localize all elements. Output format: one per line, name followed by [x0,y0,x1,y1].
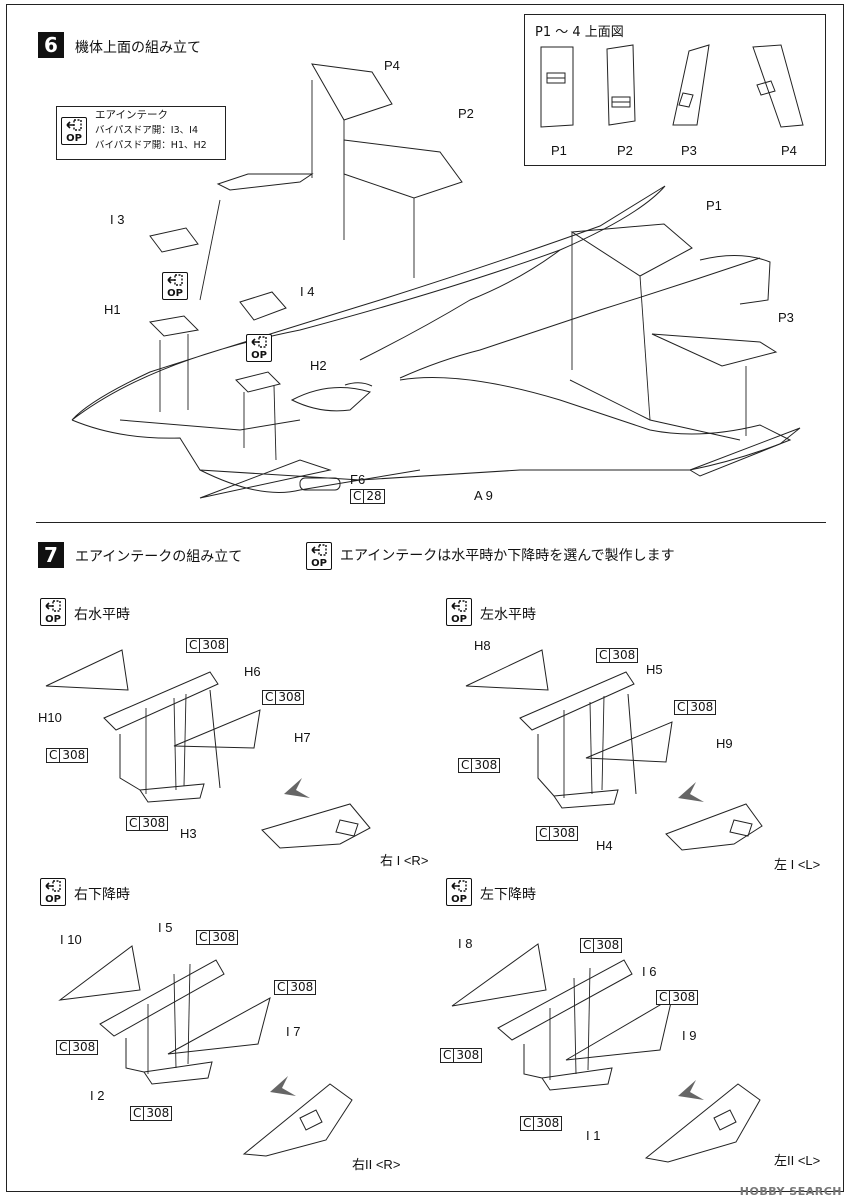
part-a: I 10 [60,932,82,947]
op-icon-i3: OP [162,272,188,300]
part-a: H8 [474,638,491,653]
p-parts-legend: P1 ～ 4 上面図 P1 P2 P3 P4 [524,14,826,166]
label-f6: F6 [350,472,366,487]
part-b: I 5 [158,920,173,935]
note-line-2: バイパスドア開：I3、I4 [95,125,199,136]
op-icon: OP [446,878,472,906]
legend-p3: P3 [681,143,697,158]
panel-title: 右下降時 [74,887,130,903]
part-b: H6 [244,664,261,679]
note-line-1: エアインテーク [95,109,168,121]
step-6-title: 機体上面の組み立て [75,40,201,56]
step-7-number: 7 [38,542,64,568]
result-label: 左 I <L> [774,857,821,872]
op-icon: OP [40,878,66,906]
intake-drawing [45,649,371,849]
op-icon: OP [446,598,472,626]
label-p2: P2 [458,106,474,121]
intake-drawing [451,943,761,1163]
page-frame [6,4,844,1192]
label-i4: I 4 [300,284,315,299]
result-label: 右II <R> [352,1157,401,1172]
part-a: H10 [38,710,62,725]
op-icon-h2: OP [246,334,272,362]
step-7-note: エアインテークは水平時か下降時を選んで製作します [340,548,675,564]
result-label: 右 I <R> [380,853,429,868]
section-divider [36,522,826,523]
panel-title: 左水平時 [480,607,536,623]
legend-p2: P2 [617,143,633,158]
label-i3: I 3 [110,212,125,227]
op-icon: OP [40,598,66,626]
note-line-3: バイパスドア開：H1、H2 [95,140,207,151]
legend-drawings [540,44,804,128]
label-h1: H1 [104,302,121,317]
optional-note-box: OP エアインテーク バイパスドア開：I3、I4 バイパスドア開：H1、H2 [56,106,226,160]
label-h2: H2 [310,358,327,373]
label-p3: P3 [778,310,794,325]
op-icon-step7: OP [306,542,332,570]
intake-drawing [465,649,763,851]
label-p4: P4 [384,58,400,73]
part-d: H3 [180,826,197,841]
legend-title: P1 ～ 4 上面図 [535,25,624,40]
step-6-number: 6 [38,32,64,58]
part-d: I 2 [90,1088,105,1103]
legend-p1: P1 [551,143,567,158]
part-c: H7 [294,730,311,745]
part-a: I 8 [458,936,473,951]
result-label: 左II <L> [774,1153,821,1168]
part-c: H9 [716,736,733,751]
part-c: I 7 [286,1024,301,1039]
op-icon: OP [61,117,87,145]
part-d: H4 [596,838,613,853]
watermark: HOBBY SEARCH [739,1185,842,1198]
part-b: I 6 [642,964,657,979]
label-a9: A 9 [474,488,493,503]
legend-p4: P4 [781,143,797,158]
panel-title: 右水平時 [74,607,130,623]
intake-drawing [58,945,353,1157]
step-7-title: エアインテークの組み立て [75,549,243,565]
label-p1: P1 [706,198,722,213]
panel-title: 左下降時 [480,887,536,903]
part-b: H5 [646,662,663,677]
part-d: I 1 [586,1128,601,1143]
part-c: I 9 [682,1028,697,1043]
